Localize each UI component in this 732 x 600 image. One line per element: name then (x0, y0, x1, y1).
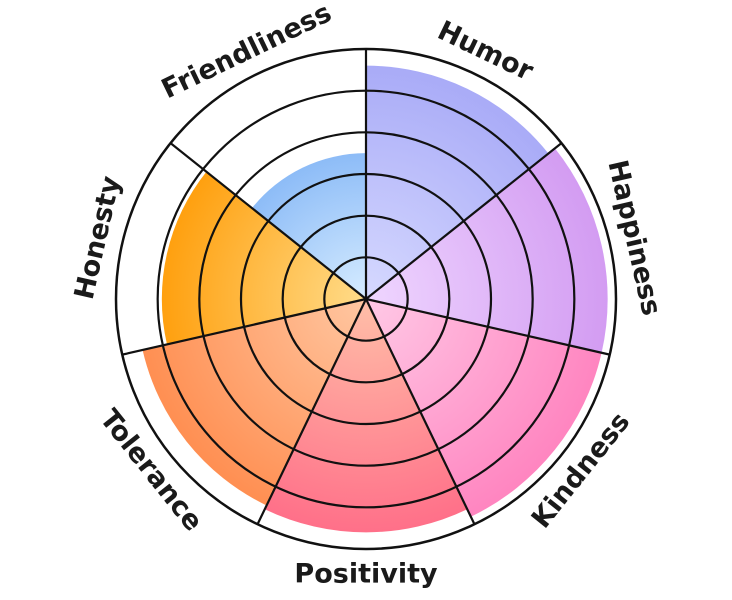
grid-group (114, 47, 618, 551)
slice-humor (366, 65, 549, 300)
label-honesty: Honesty (69, 173, 127, 302)
slice-friendliness (251, 153, 366, 299)
grid-spoke (365, 142, 563, 300)
grid-spoke (365, 298, 476, 525)
slice-honesty (161, 171, 366, 345)
label-friendliness: Friendliness (157, 0, 337, 105)
outer-ring (114, 47, 618, 551)
grid-spoke (256, 298, 367, 525)
label-positivity: Positivity (294, 559, 438, 590)
slice-tolerance (142, 299, 366, 506)
slice-positivity (264, 299, 468, 533)
grid-spoke (122, 297, 367, 356)
slice-kindness (366, 299, 602, 517)
grid-spoke (169, 142, 367, 300)
grid-spoke (365, 297, 610, 356)
slices-group (142, 65, 608, 533)
label-humor: Humor (433, 15, 539, 87)
slice-happiness (366, 148, 608, 353)
label-happiness: Happiness (601, 157, 666, 318)
